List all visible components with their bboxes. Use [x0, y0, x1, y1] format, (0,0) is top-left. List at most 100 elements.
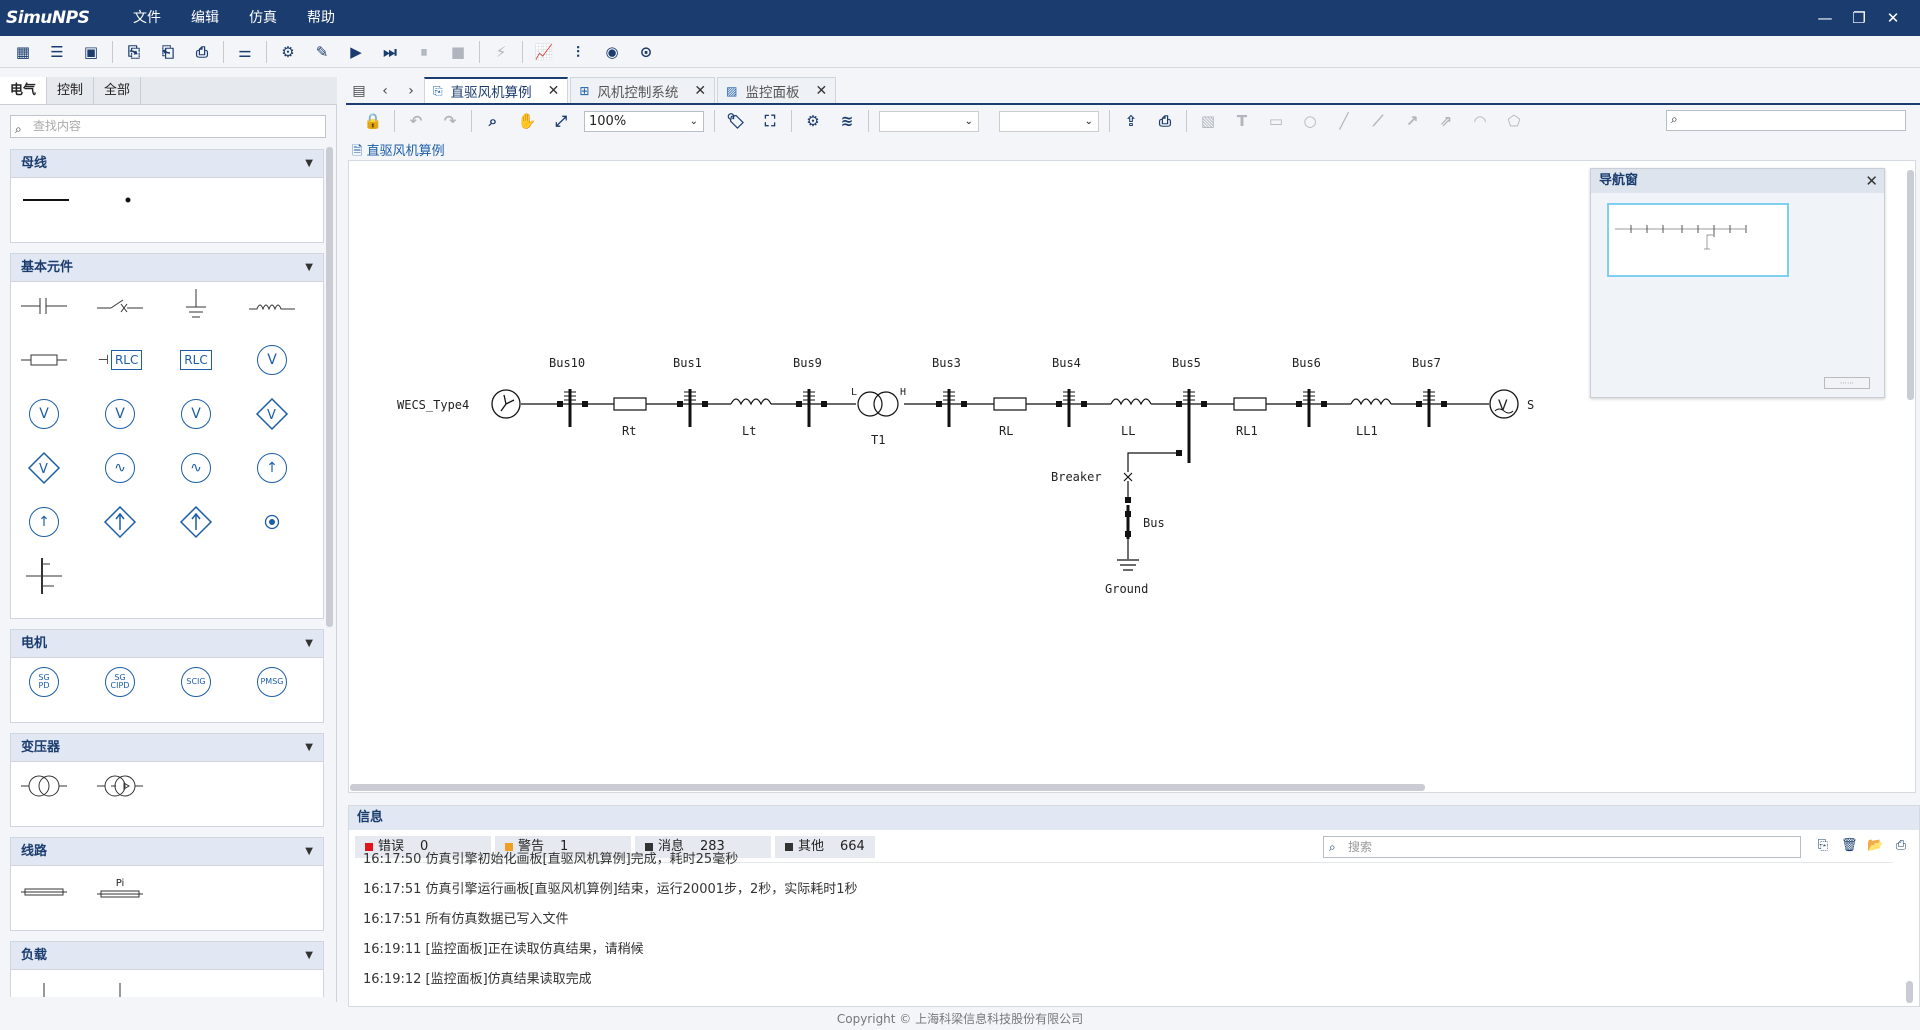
tab-monitor-panel[interactable]: ▨监控面板✕ [717, 77, 837, 103]
library-scrollbar[interactable] [326, 147, 333, 627]
close-tab-icon[interactable]: ✕ [694, 82, 707, 99]
menu-simulate[interactable]: 仿真 [249, 10, 277, 26]
tab-wind-control[interactable]: ⊞风机控制系统✕ [570, 77, 716, 103]
category-header[interactable]: 基本元件▼ [11, 254, 323, 282]
step-icon[interactable]: ⏭ [383, 42, 397, 61]
canvas-search-input[interactable]: ⌕ [1666, 110, 1906, 131]
controlled-current-source-symbol[interactable] [95, 502, 145, 542]
log-scrollbar[interactable] [1906, 981, 1913, 1003]
voltage-source-symbol[interactable]: V [247, 340, 297, 380]
rlc-series-symbol[interactable]: ⊣RLC [95, 340, 145, 380]
size-select[interactable]: ⌄ [999, 110, 1099, 132]
export-icon[interactable]: ⇪ [1124, 112, 1138, 130]
polyline-icon[interactable]: ⟋ [1372, 112, 1384, 130]
menu-help[interactable]: 帮助 [307, 10, 335, 26]
image-icon[interactable]: ▧ [1200, 112, 1216, 130]
info-search-input[interactable]: ⌕搜索 [1323, 836, 1801, 858]
phase-shift-transformer-symbol[interactable] [95, 766, 145, 806]
undo-icon[interactable]: ↶ [409, 112, 423, 130]
capacitor-symbol[interactable] [19, 286, 69, 326]
tab-wind-case[interactable]: ⎘直驱风机算例✕ [424, 77, 569, 103]
font-select[interactable]: ⌄ [879, 110, 979, 132]
close-icon[interactable]: ✕ [1865, 172, 1878, 190]
current-source-symbol[interactable]: ↑ [19, 502, 69, 542]
tab-prev-icon[interactable]: ‹ [382, 83, 388, 99]
ac-source-symbol[interactable]: ∿ [95, 448, 145, 488]
line-icon[interactable]: ╱ [1339, 112, 1349, 130]
pan-hand-icon[interactable]: ✋ [517, 112, 537, 130]
menu-edit[interactable]: 编辑 [191, 10, 219, 26]
copy-icon[interactable]: ⎘ [1817, 838, 1829, 853]
tag-icon[interactable]: 🏷 [726, 112, 746, 130]
fit-view-icon[interactable]: ⤢ [554, 112, 567, 130]
edit-params-icon[interactable]: ✎ [315, 42, 329, 61]
load-symbol[interactable] [19, 970, 69, 1010]
switch-symbol[interactable] [95, 286, 145, 326]
wecs-source[interactable] [491, 389, 521, 419]
double-arrow-icon[interactable]: ⇗ [1439, 112, 1453, 130]
delete-icon[interactable]: 🗑 [1841, 838, 1858, 853]
compile-icon[interactable]: ⚙ [281, 42, 295, 61]
ac-source-symbol[interactable]: ∿ [171, 448, 221, 488]
navigation-window-header[interactable]: 导航窗✕ [1591, 169, 1884, 193]
tab-electrical[interactable]: 电气 [0, 77, 48, 104]
category-header[interactable]: 负载▼ [11, 942, 323, 970]
tab-next-icon[interactable]: › [408, 83, 414, 99]
pmsg-symbol[interactable]: PMSG [247, 662, 297, 702]
measurement-point-symbol[interactable] [247, 502, 297, 542]
lock-icon[interactable]: 🔒 [363, 112, 383, 130]
controlled-current-source-symbol[interactable] [171, 502, 221, 542]
tab-menu-icon[interactable]: ▤ [352, 83, 366, 99]
chart-icon[interactable]: 📈 [534, 42, 554, 61]
breadcrumb[interactable]: 🗎 直驱风机算例 [352, 144, 445, 159]
library-search-input[interactable]: ⌕ 查找内容 [10, 115, 326, 138]
voltage-source-symbol[interactable]: V [171, 394, 221, 434]
library-icon[interactable]: ▦ [15, 42, 31, 61]
category-header[interactable]: 线路▼ [11, 838, 323, 866]
print-icon[interactable]: ⎙ [1158, 112, 1171, 130]
navigation-viewport[interactable] [1607, 203, 1789, 277]
current-source-symbol[interactable]: ↑ [247, 448, 297, 488]
print-icon[interactable]: ⎙ [1895, 838, 1907, 853]
ellipse-icon[interactable]: ○ [1303, 112, 1317, 130]
stop-icon[interactable]: ■ [450, 42, 466, 61]
save-board-icon[interactable]: ⎙ [195, 42, 208, 61]
two-winding-transformer-symbol[interactable] [19, 766, 69, 806]
monitor-icon[interactable]: ◉ [605, 42, 619, 61]
bus-node-symbol[interactable] [103, 180, 153, 220]
menu-file[interactable]: 文件 [133, 10, 161, 26]
canvas-vertical-scrollbar[interactable] [1907, 170, 1914, 400]
transmission-line-symbol[interactable] [19, 872, 69, 912]
redo-icon[interactable]: ↷ [443, 112, 457, 130]
run-icon[interactable]: ▶ [350, 42, 362, 61]
rlc-parallel-symbol[interactable]: RLC [171, 340, 221, 380]
restore-icon[interactable]: ❐ [1852, 9, 1866, 27]
layers-icon[interactable]: ≋ [840, 112, 854, 130]
panel-icon[interactable]: ▣ [83, 42, 99, 61]
arc-icon[interactable]: ◠ [1474, 112, 1486, 130]
close-icon[interactable]: ✕ [1886, 9, 1900, 27]
folder-icon[interactable]: 📂 [1867, 838, 1884, 853]
rectangle-icon[interactable]: ▭ [1268, 112, 1284, 130]
polygon-icon[interactable]: ⬠ [1507, 112, 1521, 130]
bus-line-symbol[interactable] [21, 180, 71, 220]
inductor-symbol[interactable] [247, 286, 297, 326]
tab-control[interactable]: 控制 [47, 77, 95, 104]
new-board-icon[interactable]: ⎘ [127, 42, 140, 61]
open-board-icon[interactable]: ⎗ [161, 42, 174, 61]
tune-icon[interactable]: ⫶ [576, 42, 580, 61]
category-header[interactable]: 变压器▼ [11, 734, 323, 762]
category-header[interactable]: 母线▼ [11, 150, 323, 178]
settings-list-icon[interactable]: ⚌ [238, 42, 252, 61]
minimize-icon[interactable]: — [1817, 9, 1833, 27]
close-tab-icon[interactable]: ✕ [547, 83, 560, 99]
voltage-source-symbol[interactable]: V [95, 394, 145, 434]
arrow-icon[interactable]: ↗ [1405, 112, 1419, 130]
hardware-icon[interactable]: ⚡ [495, 42, 507, 61]
